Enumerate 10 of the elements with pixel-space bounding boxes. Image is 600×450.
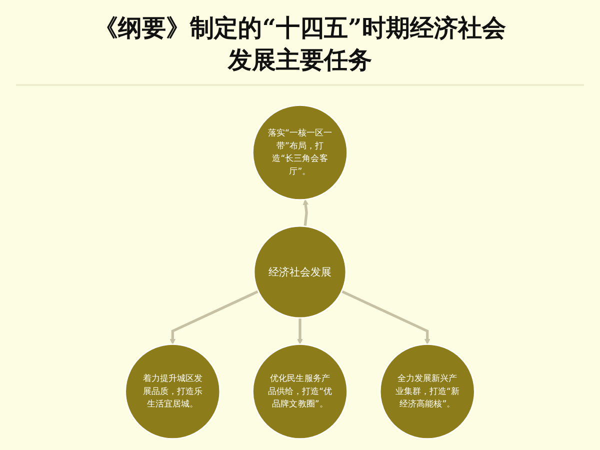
node-circle: 落实“一核一区一带”布局，打造“长三角会客厅”。 [252,104,348,200]
node-circle: 经济社会发展 [253,225,347,319]
arrow [341,290,430,344]
arrow [170,290,259,344]
node-circle: 着力提升城区发展品质，打造乐生活宜居城。 [124,344,221,440]
arrow [302,199,309,226]
arrow [297,318,303,344]
node-circle: 全力发展新兴产业集群，打造“新经济高能核”。 [379,344,476,440]
title: 《纲要》制定的“十四五”时期经济社会发展主要任务 [93,12,507,76]
node-circle: 优化民生服务产品供给，打造“优品牌文教圈”。 [252,344,348,440]
